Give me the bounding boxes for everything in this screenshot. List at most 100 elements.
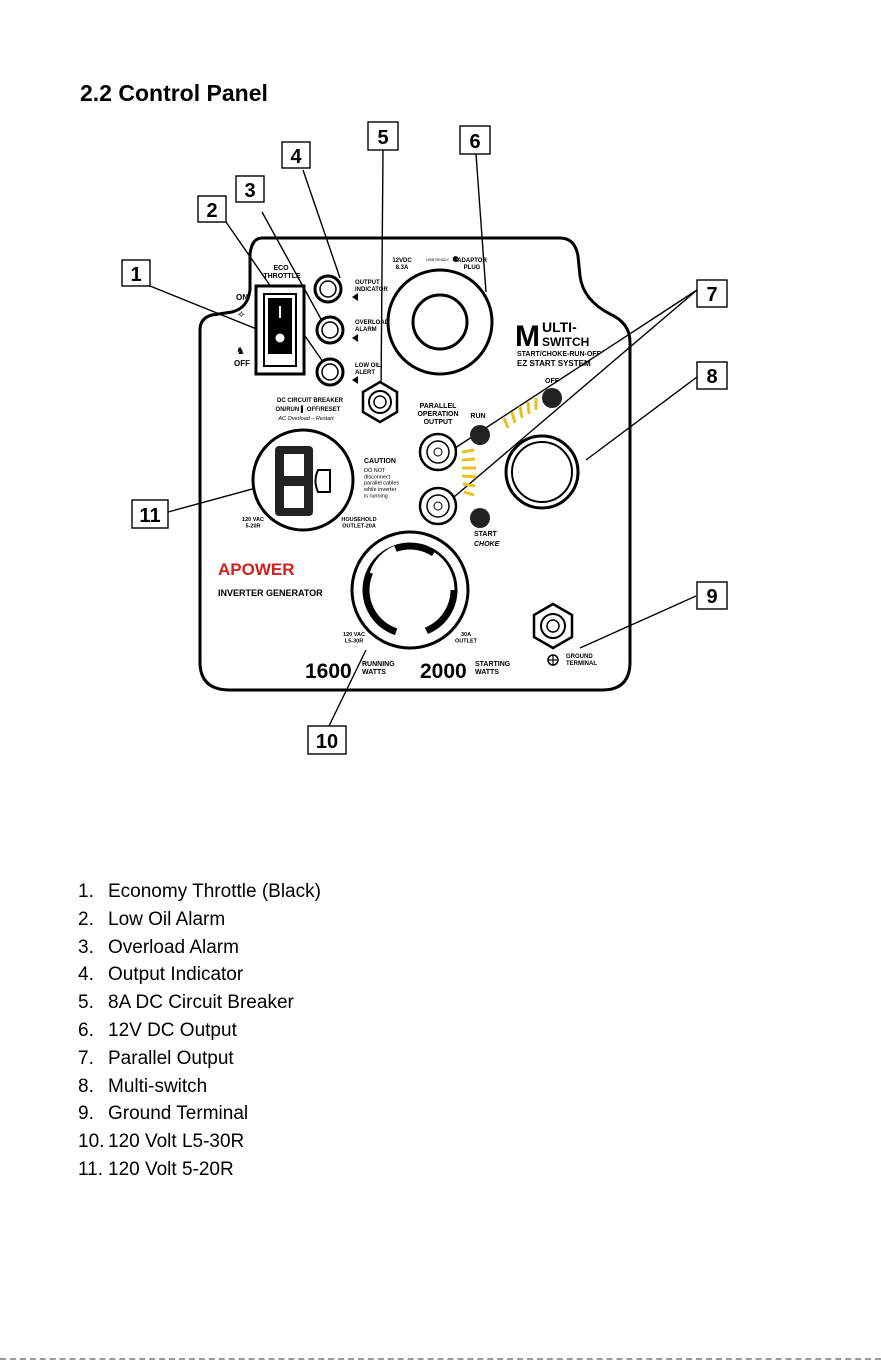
callout-6: 6: [469, 131, 480, 153]
eco-throttle-label: ECO THROTTLE: [263, 265, 301, 280]
callout-line-5: [380, 149, 384, 393]
legend-item: 6. 12V DC Output: [78, 1017, 321, 1045]
callout-line-7a: [451, 289, 698, 451]
callout-line-11: [167, 487, 257, 513]
start-label: START: [474, 531, 498, 538]
switch-off-label: OFF: [234, 359, 250, 368]
running-watts-value: 1600: [305, 660, 352, 683]
brand-logo: APOWER INVERTER GENERATOR: [218, 560, 323, 598]
callout-line-7b: [453, 289, 698, 498]
multiswitch-sub1: START/CHOKE-RUN-OFF: [517, 351, 602, 358]
panel-outline: [198, 236, 632, 692]
rabbit-icon: ♞: [236, 346, 245, 357]
legend-item-number: 3.: [78, 936, 94, 958]
turtle-icon: ⟡: [238, 309, 245, 320]
legend-item-number: 8.: [78, 1075, 94, 1097]
callout-line-3: [261, 211, 328, 331]
dial-marks: [461, 398, 538, 497]
legend-item: 1. Economy Throttle (Black): [78, 878, 321, 906]
legend-item: 3.Overload Alarm: [78, 934, 321, 962]
dial-off-label: OFF: [545, 378, 560, 385]
callout-lines: [149, 149, 698, 729]
callout-line-4: [302, 169, 341, 279]
legend-item-text: Multi-switch: [108, 1075, 208, 1097]
callout-4: 4: [290, 146, 302, 168]
callout-8: 8: [706, 366, 717, 388]
usb-ready-label: USB READY: [426, 257, 449, 262]
legend-item-number: 2.: [78, 908, 94, 930]
legend-item-number: 7.: [78, 1047, 94, 1069]
legend-item-number: 10.: [78, 1131, 105, 1153]
callout-line-9: [579, 595, 697, 649]
legend-item-text: 120 Volt 5-20R: [108, 1158, 234, 1180]
control-panel-diagram: 1 2 3 4 5 6 7 8 9 10 11 ECO THROTTLE ON …: [121, 121, 728, 755]
legend-item-text: Parallel Output: [108, 1047, 234, 1069]
legend-item-number: 1.: [78, 881, 94, 902]
legend-item: 10.120 Volt L5-30R: [78, 1128, 321, 1156]
legend-item-text: 120 Volt L5-30R: [108, 1131, 245, 1153]
legend-item-number: 6.: [78, 1019, 94, 1041]
legend-item: 11.120 Volt 5-20R: [78, 1156, 321, 1184]
legend-item: 9.Ground Terminal: [78, 1100, 321, 1128]
legend-item-text: 12V DC Output: [108, 1019, 237, 1041]
ac-overload-note: AC Overload – Restart: [277, 416, 334, 422]
legend-item: 2. Low Oil Alarm: [78, 906, 321, 934]
legend-item: 7. Parallel Output: [78, 1045, 321, 1073]
callout-9: 9: [706, 586, 717, 608]
callout-line-1: [149, 285, 275, 337]
inverter-generator-label: INVERTER GENERATOR: [218, 588, 323, 598]
callout-11: 11: [139, 505, 160, 527]
run-label: RUN: [470, 413, 485, 420]
callout-7: 7: [706, 284, 717, 306]
brand-ulti: ULTI-: [542, 319, 577, 335]
callout-2: 2: [206, 200, 217, 222]
legend-item-text: Output Indicator: [108, 964, 244, 986]
dc-circuit-breaker: DC CIRCUIT BREAKER ON/RUN ▌ OFF/RESET AC…: [276, 380, 399, 424]
starting-watts-value: 2000: [420, 660, 467, 683]
callout-5: 5: [377, 127, 388, 149]
legend-item-number: 11.: [78, 1158, 104, 1180]
legend-item: 4.Output Indicator: [78, 961, 321, 989]
legend-item-number: 9.: [78, 1103, 94, 1125]
legend-item-text: Low Oil Alarm: [108, 908, 226, 930]
callout-boxes: 1 2 3 4 5 6 7 8 9 10 11: [121, 121, 728, 755]
callout-3: 3: [244, 180, 255, 202]
brand-switch: SWITCH: [542, 335, 589, 349]
legend-item-number: 5.: [78, 992, 94, 1014]
multiswitch-branding: M ULTI- SWITCH START/CHOKE-RUN-OFF EZ ST…: [515, 319, 602, 368]
multiswitch-sub2: EZ START SYSTEM: [517, 359, 591, 368]
multiswitch-dial: OFF RUN START CHOKE: [461, 378, 580, 548]
usb-icon: ⚈: [452, 255, 459, 264]
callout-1: 1: [130, 264, 141, 286]
callout-line-6: [475, 153, 487, 293]
legend-item: 8. Multi-switch: [78, 1073, 321, 1101]
legend-item-text: Economy Throttle (Black): [108, 881, 321, 902]
page-bottom-rule: [0, 1358, 881, 1360]
legend-item: 5.8A DC Circuit Breaker: [78, 989, 321, 1017]
callout-line-8: [585, 376, 698, 461]
dc-breaker-label: DC CIRCUIT BREAKER: [277, 398, 344, 404]
choke-label: CHOKE: [474, 541, 500, 548]
section-title: 2.2 Control Panel: [80, 80, 268, 106]
eco-throttle-switch: ECO THROTTLE ON OFF ⟡ ♞: [234, 265, 306, 376]
